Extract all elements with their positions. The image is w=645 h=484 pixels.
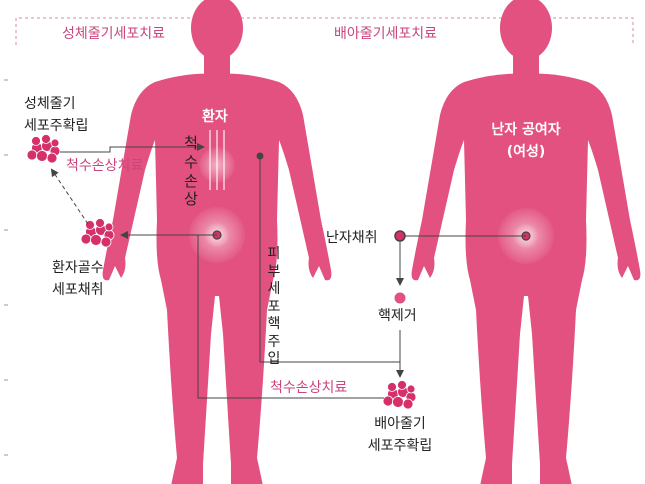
adult-stem-cell-line-label-2: 세포주확립 xyxy=(24,116,88,136)
embryonic-stem-cell-line-label-1: 배아줄기 xyxy=(355,414,445,434)
bone-marrow-collection-label-1: 환자골수 xyxy=(52,258,104,278)
donor-label-line2: (여성) xyxy=(466,142,586,162)
bone-marrow-collection-label-2: 세포채취 xyxy=(52,280,104,300)
egg-dot xyxy=(395,231,405,241)
spinal-treatment-label-center: 척수손상치료 xyxy=(270,378,347,398)
spinal-injury-label: 척수손상 xyxy=(183,134,199,209)
enucleation-label: 핵제거 xyxy=(378,306,417,326)
spinal-injury-glow xyxy=(199,147,235,183)
enucleated-egg-dot xyxy=(395,293,406,304)
embryonic-stem-cell-line-label-2: 세포주확립 xyxy=(355,436,445,456)
cell-cluster-icon xyxy=(383,381,416,410)
spinal-treatment-label-left: 척수손상치료 xyxy=(66,156,143,176)
cell-cluster-icon xyxy=(27,135,60,164)
edge-ticks xyxy=(4,80,8,455)
embryonic-stem-cell-therapy-header: 배아줄기세포치료 xyxy=(334,24,437,44)
cell-cluster-icon xyxy=(81,219,114,248)
egg-collection-label: 난자채취 xyxy=(326,228,378,248)
adult-stem-cell-line-label-1: 성체줄기 xyxy=(24,94,76,114)
donor-label-line1: 난자 공여자 xyxy=(466,120,586,140)
adult-stem-cell-therapy-header: 성체줄기세포치료 xyxy=(62,24,165,44)
skin-nucleus-injection-label: 피부세포핵주입 xyxy=(266,246,282,369)
patient-label: 환자 xyxy=(202,107,228,127)
